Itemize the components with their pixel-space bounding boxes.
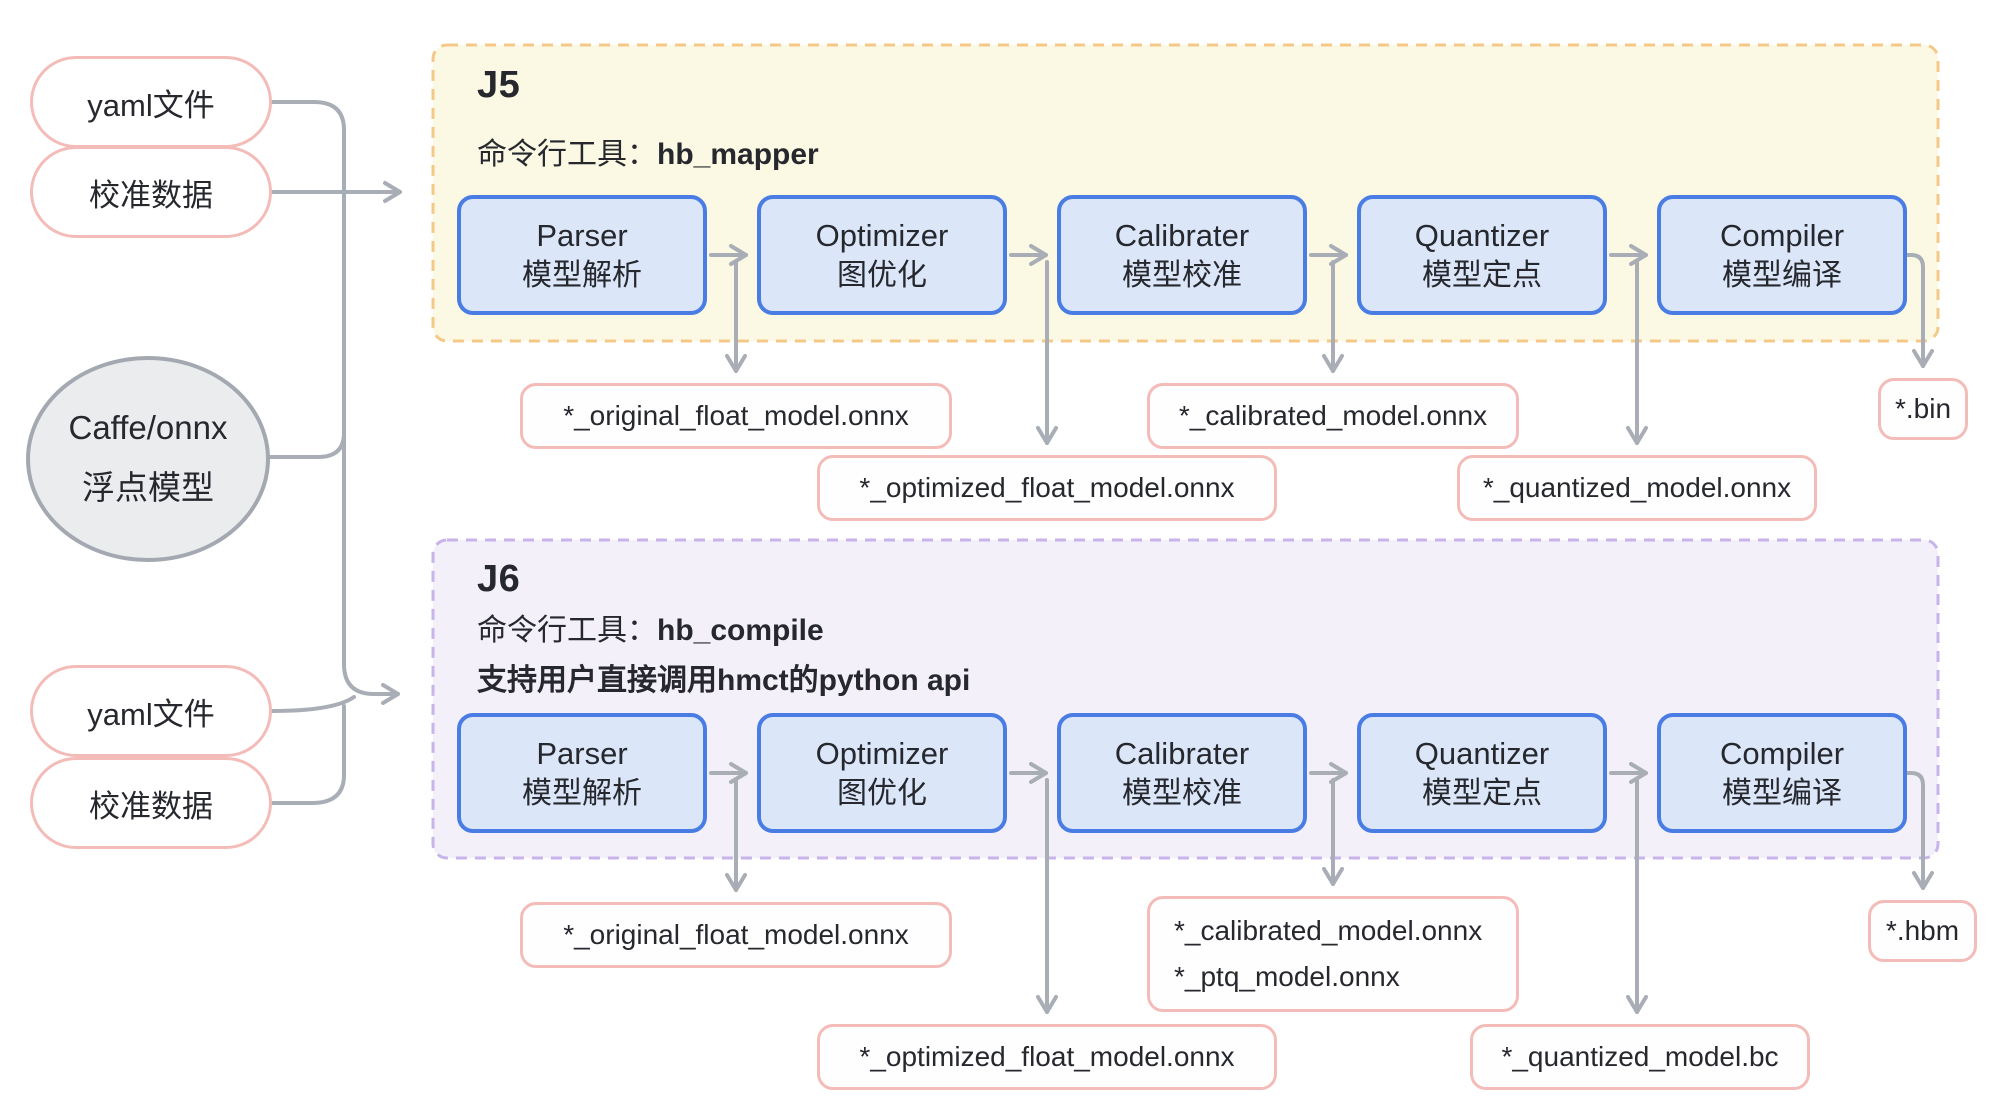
model-line2: 浮点模型 xyxy=(82,469,214,506)
output-pill-j6-optimized-float: *_optimized_float_model.onnx xyxy=(817,1024,1277,1090)
output-pill-j5-quantized: *_quantized_model.onnx xyxy=(1457,455,1817,521)
connector-yaml-top xyxy=(270,100,346,194)
j6-tool-prefix: 命令行工具： xyxy=(477,614,657,647)
output-label: *_original_float_model.onnx xyxy=(563,919,909,950)
stage-en: Compiler xyxy=(1719,217,1845,253)
input-pill-label: yaml文件 xyxy=(87,696,215,732)
stage-j6-compiler: Compiler 模型编译 xyxy=(1657,713,1907,833)
input-pill-yaml-top: yaml文件 xyxy=(30,56,272,148)
output-label: *_calibrated_model.onnx xyxy=(1174,915,1483,946)
output-label: *_quantized_model.bc xyxy=(1501,1041,1779,1072)
input-pill-yaml-bottom: yaml文件 xyxy=(30,665,272,757)
stage-j5-compiler: Compiler 模型编译 xyxy=(1657,195,1907,315)
output-pill-j6-quantized-bc: *_quantized_model.bc xyxy=(1470,1024,1810,1090)
stage-en: Calibrater xyxy=(1114,735,1250,771)
arrow-j5-to-bin xyxy=(1905,253,1934,368)
j6-api-note: 支持用户直接调用hmct的python api xyxy=(477,664,971,697)
stage-en: Quantizer xyxy=(1414,217,1550,253)
output-pill-j6-original-float: *_original_float_model.onnx xyxy=(520,902,952,968)
stage-j6-parser: Parser 模型解析 xyxy=(457,713,707,833)
output-label: *_ptq_model.onnx xyxy=(1174,961,1400,992)
stage-zh: 模型校准 xyxy=(1122,258,1242,292)
stage-zh: 模型解析 xyxy=(522,776,642,810)
stage-j5-optimizer: Optimizer 图优化 xyxy=(757,195,1007,315)
stage-zh: 模型编译 xyxy=(1722,776,1842,810)
input-pill-calibration-top: 校准数据 xyxy=(30,146,272,238)
stage-zh: 图优化 xyxy=(837,258,927,292)
output-label: *_optimized_float_model.onnx xyxy=(859,472,1235,503)
output-pill-j5-calibrated: *_calibrated_model.onnx xyxy=(1147,383,1519,449)
stage-zh: 模型校准 xyxy=(1122,776,1242,810)
j5-title: J5 xyxy=(477,64,521,106)
output-label: *_optimized_float_model.onnx xyxy=(859,1041,1235,1072)
output-label: *.hbm xyxy=(1885,915,1960,946)
connector-model-ellipse xyxy=(266,431,346,459)
stage-en: Parser xyxy=(536,735,628,771)
stage-zh: 图优化 xyxy=(837,776,927,810)
output-label: *_quantized_model.onnx xyxy=(1482,472,1792,503)
arrow-j6-to-hbm xyxy=(1905,771,1934,890)
stage-en: Parser xyxy=(536,217,628,253)
input-pill-label: 校准数据 xyxy=(89,788,213,824)
output-pill-j6-calibrated-ptq: *_calibrated_model.onnx *_ptq_model.onnx xyxy=(1147,896,1519,1012)
output-label: *_calibrated_model.onnx xyxy=(1178,400,1488,431)
stage-en: Optimizer xyxy=(815,217,949,253)
stage-en: Quantizer xyxy=(1414,735,1550,771)
input-pill-calibration-bottom: 校准数据 xyxy=(30,757,272,849)
output-label: *_original_float_model.onnx xyxy=(563,400,909,431)
input-pill-label: yaml文件 xyxy=(87,87,215,123)
output-pill-j6-hbm: *.hbm xyxy=(1868,900,1977,962)
connector-yaml-bottom xyxy=(270,695,356,713)
input-pill-label: 校准数据 xyxy=(89,177,213,213)
j5-tool-prefix: 命令行工具： xyxy=(477,138,657,171)
stage-en: Optimizer xyxy=(815,735,949,771)
stage-zh: 模型定点 xyxy=(1422,776,1542,810)
stage-en: Calibrater xyxy=(1114,217,1250,253)
output-label: *.bin xyxy=(1894,393,1952,424)
stage-j5-quantizer: Quantizer 模型定点 xyxy=(1357,195,1607,315)
j6-tool-line: 命令行工具：hb_compile xyxy=(477,616,824,646)
j6-title: J6 xyxy=(477,558,521,600)
stage-zh: 模型编译 xyxy=(1722,258,1842,292)
stage-j6-optimizer: Optimizer 图优化 xyxy=(757,713,1007,833)
stage-zh: 模型解析 xyxy=(522,258,642,292)
arrow-into-j6 xyxy=(342,190,400,705)
stage-j6-calibrater: Calibrater 模型校准 xyxy=(1057,713,1307,833)
stage-zh: 模型定点 xyxy=(1422,258,1542,292)
stage-j6-quantizer: Quantizer 模型定点 xyxy=(1357,713,1607,833)
connector-calibration-bottom xyxy=(270,704,346,805)
stage-j5-calibrater: Calibrater 模型校准 xyxy=(1057,195,1307,315)
stage-j5-parser: Parser 模型解析 xyxy=(457,195,707,315)
j5-tool-line: 命令行工具：hb_mapper xyxy=(477,140,819,170)
output-pill-j5-bin: *.bin xyxy=(1878,378,1968,440)
j6-tool-name: hb_compile xyxy=(657,614,824,647)
stage-en: Compiler xyxy=(1719,735,1845,771)
output-pill-j5-original-float: *_original_float_model.onnx xyxy=(520,383,952,449)
output-pill-j5-optimized-float: *_optimized_float_model.onnx xyxy=(817,455,1277,521)
model-ellipse: Caffe/onnx 浮点模型 xyxy=(26,356,270,562)
j5-tool-name: hb_mapper xyxy=(657,138,819,171)
model-line1: Caffe/onnx xyxy=(68,409,228,446)
